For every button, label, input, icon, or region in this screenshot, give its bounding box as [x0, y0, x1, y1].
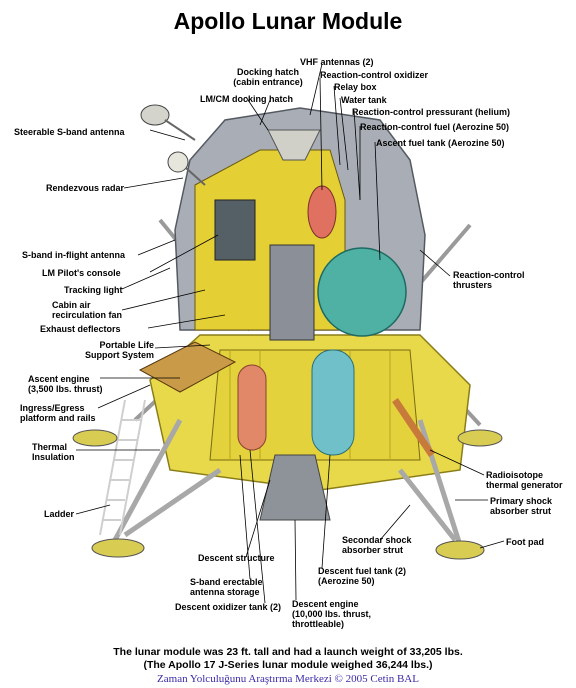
label-descent-engine: Descent engine(10,000 lbs. thrust,thrott… — [292, 599, 372, 629]
ascent-fuel-tank — [317, 247, 407, 337]
label-rcs-fuel: Reaction-control fuel (Aerozine 50) — [360, 122, 510, 132]
label-ladder: Ladder — [44, 509, 75, 519]
label-descent-structure: Descent structure — [198, 553, 275, 563]
label-rendezvous-radar: Rendezvous radar — [46, 183, 125, 193]
label-ascent-fuel-tank: Ascent fuel tank (Aerozine 50) — [376, 138, 505, 148]
label-ascent-engine: Ascent engine(3,500 lbs. thrust) — [28, 374, 103, 394]
caption-line-2: (The Apollo 17 J-Series lunar module wei… — [143, 659, 433, 671]
label-steerable-antenna: Steerable S-band antenna — [14, 127, 125, 137]
label-exhaust-deflectors: Exhaust deflectors — [40, 324, 121, 334]
diagram-title: Apollo Lunar Module — [173, 8, 403, 34]
label-lm-cm-docking-hatch: LM/CM docking hatch — [200, 94, 293, 104]
ascent-engine — [269, 244, 315, 341]
label-relay-box: Relay box — [334, 82, 377, 92]
steerable-antenna — [140, 104, 196, 141]
credit-line: Zaman Yolculuğunu Araştırma Merkezi © 20… — [157, 673, 419, 685]
descent-fuel-tank — [311, 349, 355, 456]
pilots-console — [214, 199, 256, 261]
label-sband-inflight: S-band in-flight antenna — [22, 250, 125, 260]
label-vhf-antennas: VHF antennas (2) — [300, 57, 374, 67]
caption-line-1: The lunar module was 23 ft. tall and had… — [113, 646, 463, 658]
ingress-platform — [138, 341, 237, 393]
label-rcs-pressurant: Reaction-control pressurant (helium) — [352, 107, 511, 117]
label-foot-pad: Foot pad — [506, 537, 544, 547]
rendezvous-radar — [167, 151, 206, 186]
label-descent-fuel-tank: Descent fuel tank (2)(Aerozine 50) — [318, 566, 407, 586]
label-rcs-oxidizer: Reaction-control oxidizer — [320, 70, 429, 80]
foot-pad-left — [72, 429, 118, 447]
foot-pad-front-left — [91, 538, 145, 558]
ladder — [99, 399, 146, 536]
docking-tunnel — [267, 129, 321, 161]
rtg-cask — [392, 398, 435, 457]
label-descent-oxidizer: Descent oxidizer tank (2) — [175, 602, 282, 612]
label-tracking-light: Tracking light — [64, 285, 123, 295]
foot-pad-right — [457, 429, 503, 447]
descent-engine-nozzle — [259, 454, 331, 521]
label-docking-hatch: Docking hatch(cabin entrance) — [233, 67, 303, 87]
caption: The lunar module was 23 ft. tall and had… — [0, 646, 576, 672]
label-water-tank: Water tank — [341, 95, 387, 105]
label-pilots-console: LM Pilot's console — [42, 268, 121, 278]
rcs-fuel-tank — [307, 185, 337, 239]
descent-oxidizer-tank — [237, 364, 267, 451]
leader-lines — [75, 63, 505, 604]
foot-pad-front-right — [435, 540, 485, 560]
